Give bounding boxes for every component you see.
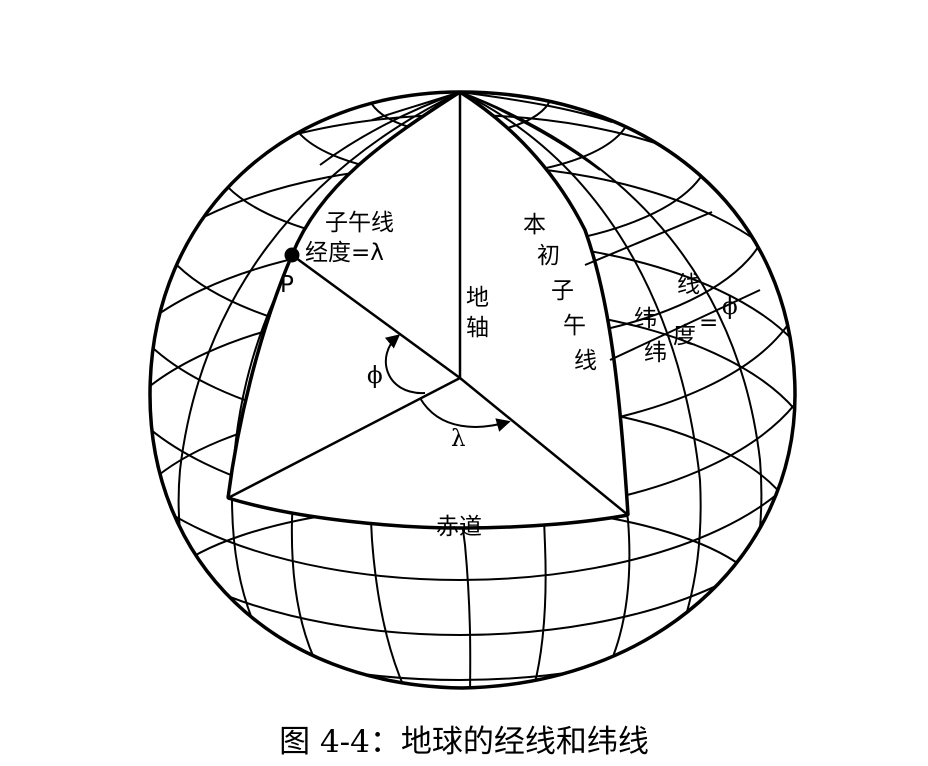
prime-meridian-char-1: 本	[523, 212, 546, 238]
radius-to-equator-left	[227, 376, 461, 500]
radius-to-equator-right	[459, 377, 629, 516]
latitude-char-wei-2: 纬	[644, 340, 667, 366]
latitude-label: 线 纬 纬 度 = ϕ	[634, 272, 738, 366]
equator-label: 赤道	[436, 514, 482, 540]
latitude-char-du: 度	[673, 323, 696, 349]
prime-meridian	[459, 90, 630, 516]
prime-meridian-char-4: 午	[563, 313, 586, 339]
polar-lines	[371, 92, 553, 96]
point-p-marker	[284, 247, 300, 263]
figure-caption: 图 4-4：地球的经线和纬线	[279, 724, 649, 760]
latitude-char-eq: =	[699, 310, 718, 336]
globe-outline	[148, 90, 797, 690]
latitude-char-phi: ϕ	[722, 294, 738, 320]
cutaway-wedge	[226, 90, 630, 530]
radius-to-p	[291, 253, 461, 380]
latitude-cut-upper	[584, 211, 713, 266]
lambda-angle-label: λ	[451, 426, 466, 452]
earth-axis-label-1: 地	[466, 285, 489, 311]
meridian-label-line2: 经度=λ	[305, 240, 384, 266]
latitude-cut-lower	[609, 289, 761, 361]
prime-meridian-char-2: 初	[537, 243, 560, 269]
lambda-arc	[419, 397, 511, 432]
phi-arc	[384, 334, 426, 395]
point-p-label: P	[280, 272, 294, 298]
latitude-char-wei-1: 纬	[634, 306, 657, 332]
earth-axis-label-2: 轴	[466, 315, 489, 341]
prime-meridian-char-5: 线	[574, 348, 597, 374]
meridian-label-line1: 子午线	[325, 210, 394, 236]
prime-meridian-label: 本 初 子 午 线	[523, 212, 597, 374]
prime-meridian-char-3: 子	[551, 278, 574, 304]
equator-arc	[227, 496, 629, 530]
phi-angle-label: ϕ	[367, 363, 383, 389]
latitude-char-line: 线	[677, 272, 700, 298]
